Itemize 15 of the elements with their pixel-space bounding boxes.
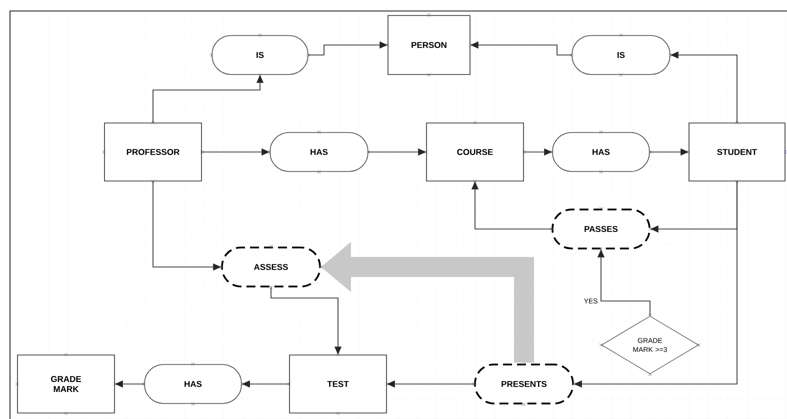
relation-pill: HAS (144, 364, 242, 404)
relation-pill: HAS (552, 132, 650, 172)
dashed-relation-pill: ASSESS (221, 246, 321, 288)
entity-box: GRADE MARK (17, 354, 115, 414)
entity-box: STUDENT (688, 122, 786, 182)
entity-box: TEST (289, 354, 387, 414)
entity-box: PROFESSOR (104, 122, 202, 182)
dashed-relation-pill: PASSES (552, 208, 650, 250)
entity-box: PERSON (388, 15, 470, 75)
dashed-relation-pill: PRESENTS (474, 364, 574, 404)
entity-box: COURSE (426, 122, 524, 182)
relation-pill: HAS (270, 132, 368, 172)
relation-pill: IS (572, 35, 670, 75)
relation-pill: IS (212, 35, 308, 75)
node-label: PRESENTS (502, 380, 547, 387)
